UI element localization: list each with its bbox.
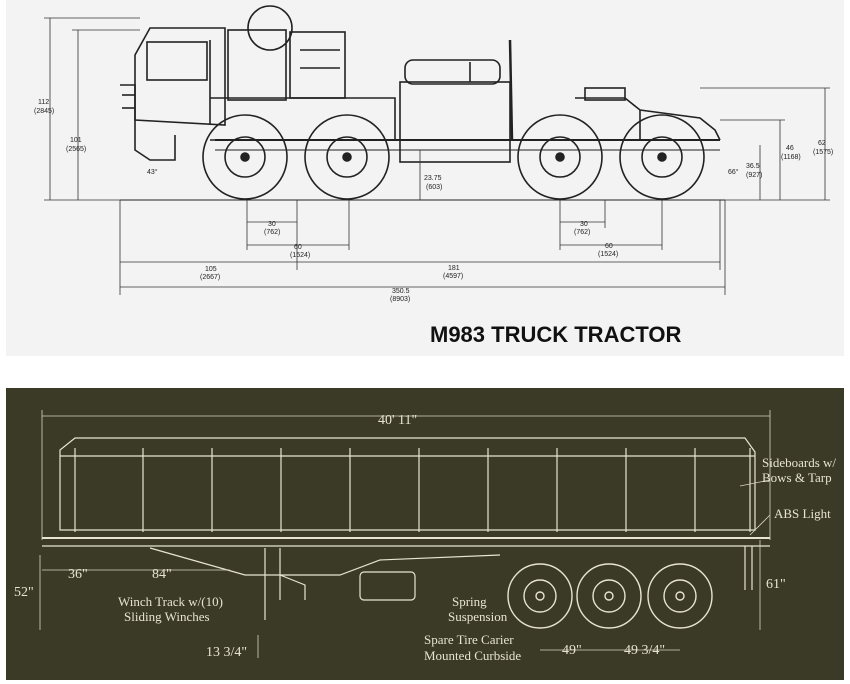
dim-105: 105	[205, 266, 217, 273]
dim-181-mm: (4597)	[443, 273, 463, 280]
trailer-body	[42, 437, 770, 620]
trailer-wheels	[507, 563, 713, 629]
dim-61-label: 61"	[766, 577, 786, 592]
angle-43: 43°	[147, 168, 158, 176]
spring-label-line2: Suspension	[448, 609, 508, 624]
spare-label-line2: Mounted Curbside	[424, 648, 521, 663]
dim-36-5: 36.5	[746, 163, 760, 170]
dim-49-label: 49"	[562, 643, 582, 658]
dim-13-3-4-label: 13 3/4"	[206, 645, 247, 660]
tractor-wheel	[517, 114, 603, 200]
dim-350-5-mm: (8903)	[390, 296, 410, 303]
sideboards-label-line1: Sideboards w/	[762, 455, 836, 470]
dim-30-front-mm: (762)	[264, 229, 280, 236]
dim-60-front-mm: (1524)	[290, 252, 310, 259]
trailer-length-label: 40' 11"	[378, 413, 417, 428]
trailer-annotations: 40' 11" Sideboards w/ Bows & Tarp ABS Li…	[14, 413, 836, 663]
trailer-wheel	[507, 563, 573, 629]
tractor-dimension-labels: 112 (2845) 101 (2565) 43° 23.75 (603) 30…	[34, 99, 833, 303]
dim-23-75: 23.75	[424, 175, 442, 182]
dim-23-75-mm: (603)	[426, 184, 442, 191]
dim-30-rear: 30	[580, 221, 588, 228]
spare-label-line1: Spare Tire Carier	[424, 632, 514, 647]
dim-36-5-mm: (927)	[746, 172, 762, 179]
dim-112-mm: (2845)	[34, 108, 54, 115]
trailer-panel	[6, 388, 844, 680]
trailer-dimension-lines	[39, 410, 771, 658]
tractor-wheel	[304, 114, 390, 200]
angle-66: 66°	[728, 168, 739, 176]
tractor-wheel	[202, 114, 288, 200]
spring-label-line1: Spring	[452, 594, 487, 609]
dim-101-mm: (2565)	[66, 146, 86, 153]
trailer-wheel	[647, 563, 713, 629]
dim-60-rear-mm: (1524)	[598, 251, 618, 258]
tractor-dimension-lines	[44, 17, 830, 295]
dim-101: 101	[70, 137, 82, 144]
dim-112: 112	[38, 99, 49, 106]
dim-46-mm: (1168)	[781, 154, 801, 161]
dim-181: 181	[448, 265, 460, 272]
dim-30-front: 30	[268, 221, 276, 228]
trailer-wheel	[576, 563, 642, 629]
truck-tractor-title: M983 TRUCK TRACTOR	[430, 322, 682, 347]
winch-label-line1: Winch Track w/(10)	[118, 594, 223, 609]
dim-62-mm: (1575)	[813, 149, 833, 156]
abs-light-label: ABS Light	[774, 506, 831, 521]
winch-label-line2: Sliding Winches	[124, 609, 210, 624]
truck-body	[120, 5, 725, 201]
tractor-wheel	[619, 114, 705, 200]
dim-46: 46	[786, 145, 794, 152]
dim-49-3-4-label: 49 3/4"	[624, 643, 665, 658]
dim-84-label: 84"	[152, 567, 172, 582]
dim-36-label: 36"	[68, 567, 88, 582]
dim-350-5: 350.5	[392, 288, 410, 295]
dim-105-mm: (2667)	[200, 274, 220, 281]
sideboards-label-line2: Bows & Tarp	[762, 470, 832, 485]
dim-30-rear-mm: (762)	[574, 229, 590, 236]
dim-60-rear: 60	[605, 243, 613, 250]
dim-52-label: 52"	[14, 585, 34, 600]
dim-60-front: 60	[294, 244, 302, 251]
dim-62: 62	[818, 140, 826, 147]
